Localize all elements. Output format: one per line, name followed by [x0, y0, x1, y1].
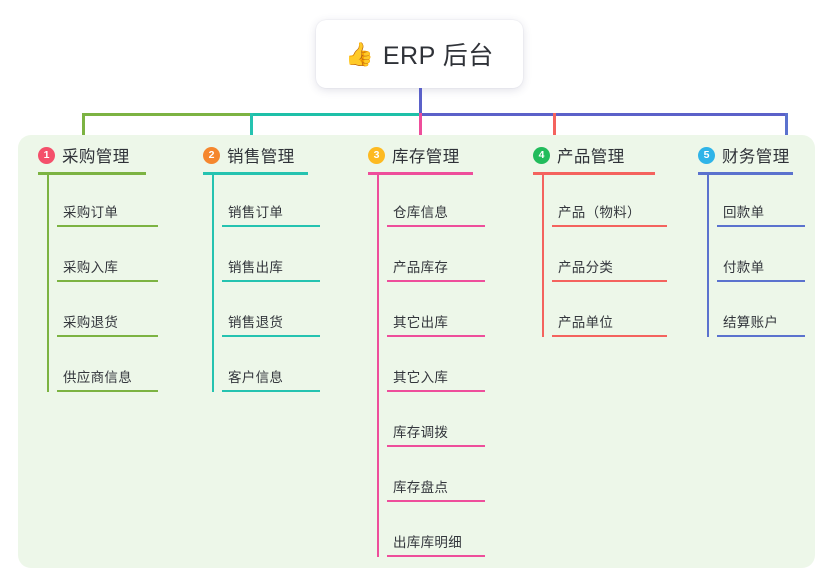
- branch-title: 库存管理: [392, 148, 460, 166]
- branch-item-rule: [387, 500, 485, 502]
- branch-item-label: 出库库明细: [393, 535, 462, 550]
- branch-item-label: 销售退货: [228, 315, 284, 330]
- branch-item-label: 采购订单: [63, 205, 119, 220]
- branch-item-label: 客户信息: [228, 370, 284, 385]
- branch-item-rule: [57, 280, 158, 282]
- branch-item[interactable]: 采购订单: [57, 201, 158, 227]
- branch-spine: [707, 175, 709, 337]
- branch-item-rule: [57, 335, 158, 337]
- root-stem: [419, 88, 422, 116]
- branch-item[interactable]: 产品（物料）: [552, 201, 667, 227]
- branch-item-rule: [57, 225, 158, 227]
- branch-item-rule: [552, 225, 667, 227]
- branch-item-label: 采购退货: [63, 315, 119, 330]
- branch-item[interactable]: 其它入库: [387, 366, 485, 392]
- branch-item[interactable]: 其它出库: [387, 311, 485, 337]
- branch-number-badge: 1: [38, 146, 55, 164]
- branch-item-rule: [222, 390, 320, 392]
- branch-item-rule: [57, 390, 158, 392]
- bus-segment-mid: [250, 113, 419, 116]
- branch-item[interactable]: 仓库信息: [387, 201, 485, 227]
- branch-item-label: 产品分类: [558, 260, 614, 275]
- branch-item-rule: [552, 280, 667, 282]
- root-node[interactable]: 👍 ERP 后台: [316, 20, 523, 88]
- branch-item-label: 其它入库: [393, 370, 449, 385]
- branch-item-rule: [387, 280, 485, 282]
- branch-number-badge: 2: [203, 146, 220, 164]
- branch-item-label: 其它出库: [393, 315, 449, 330]
- branch-item[interactable]: 销售出库: [222, 256, 320, 282]
- branch-title: 采购管理: [62, 148, 130, 166]
- branch-item[interactable]: 产品库存: [387, 256, 485, 282]
- branch-spine: [377, 175, 379, 557]
- bus-segment-left: [82, 113, 250, 116]
- branch-header-2[interactable]: 2 销售管理: [203, 143, 295, 167]
- branch-item-rule: [552, 335, 667, 337]
- branch-spine: [542, 175, 544, 337]
- branch-number-badge: 4: [533, 146, 550, 164]
- branch-item-label: 付款单: [723, 260, 765, 275]
- branch-item-rule: [222, 335, 320, 337]
- branch-item-rule: [387, 225, 485, 227]
- branch-item[interactable]: 产品分类: [552, 256, 667, 282]
- branch-item-rule: [222, 225, 320, 227]
- branch-header-5[interactable]: 5 财务管理: [698, 143, 790, 167]
- branch-item-label: 库存调拨: [393, 425, 449, 440]
- branch-item[interactable]: 产品单位: [552, 311, 667, 337]
- branch-header-rule: [38, 172, 146, 175]
- root-node-label: ERP 后台: [382, 42, 494, 70]
- branch-item[interactable]: 采购入库: [57, 256, 158, 282]
- branches-panel: 1 采购管理采购订单采购入库采购退货供应商信息 2 销售管理销售订单销售出库销售退货客…: [18, 135, 815, 568]
- branch-item[interactable]: 销售订单: [222, 201, 320, 227]
- branch-item[interactable]: 客户信息: [222, 366, 320, 392]
- branch-item-label: 销售出库: [228, 260, 284, 275]
- branch-item-label: 库存盘点: [393, 480, 449, 495]
- branch-item[interactable]: 采购退货: [57, 311, 158, 337]
- branch-item-label: 采购入库: [63, 260, 119, 275]
- thumbs-up-icon: 👍: [345, 40, 374, 67]
- branch-item-label: 产品单位: [558, 315, 614, 330]
- branch-item[interactable]: 供应商信息: [57, 366, 158, 392]
- branch-item-rule: [717, 280, 805, 282]
- branch-item-rule: [387, 390, 485, 392]
- branch-spine: [212, 175, 214, 392]
- branch-item[interactable]: 结算账户: [717, 311, 805, 337]
- branch-item-label: 回款单: [723, 205, 765, 220]
- branch-item-rule: [717, 335, 805, 337]
- branch-item[interactable]: 回款单: [717, 201, 805, 227]
- branch-spine: [47, 175, 49, 392]
- branch-item-label: 仓库信息: [393, 205, 449, 220]
- branch-header-1[interactable]: 1 采购管理: [38, 143, 130, 167]
- branch-number-badge: 3: [368, 146, 385, 164]
- branch-header-rule: [533, 172, 655, 175]
- branch-item-label: 结算账户: [723, 315, 779, 330]
- branch-item[interactable]: 销售退货: [222, 311, 320, 337]
- branch-item-label: 销售订单: [228, 205, 284, 220]
- branch-item-rule: [222, 280, 320, 282]
- branch-item[interactable]: 出库库明细: [387, 531, 485, 557]
- branch-header-rule: [203, 172, 308, 175]
- branch-title: 财务管理: [722, 148, 790, 166]
- bus-segment-right: [419, 113, 788, 116]
- branch-item-label: 供应商信息: [63, 370, 132, 385]
- branch-header-rule: [368, 172, 473, 175]
- branch-item-rule: [387, 335, 485, 337]
- branch-item-rule: [387, 445, 485, 447]
- branch-item-rule: [717, 225, 805, 227]
- branch-header-3[interactable]: 3 库存管理: [368, 143, 460, 167]
- branch-item[interactable]: 库存盘点: [387, 476, 485, 502]
- branch-item[interactable]: 付款单: [717, 256, 805, 282]
- branch-item-label: 产品库存: [393, 260, 449, 275]
- branch-item-rule: [387, 555, 485, 557]
- branch-header-4[interactable]: 4 产品管理: [533, 143, 625, 167]
- branch-item[interactable]: 库存调拨: [387, 421, 485, 447]
- branch-title: 销售管理: [227, 148, 295, 166]
- branch-header-rule: [698, 172, 793, 175]
- branch-title: 产品管理: [557, 148, 625, 166]
- branch-number-badge: 5: [698, 146, 715, 164]
- branch-item-label: 产品（物料）: [558, 205, 641, 220]
